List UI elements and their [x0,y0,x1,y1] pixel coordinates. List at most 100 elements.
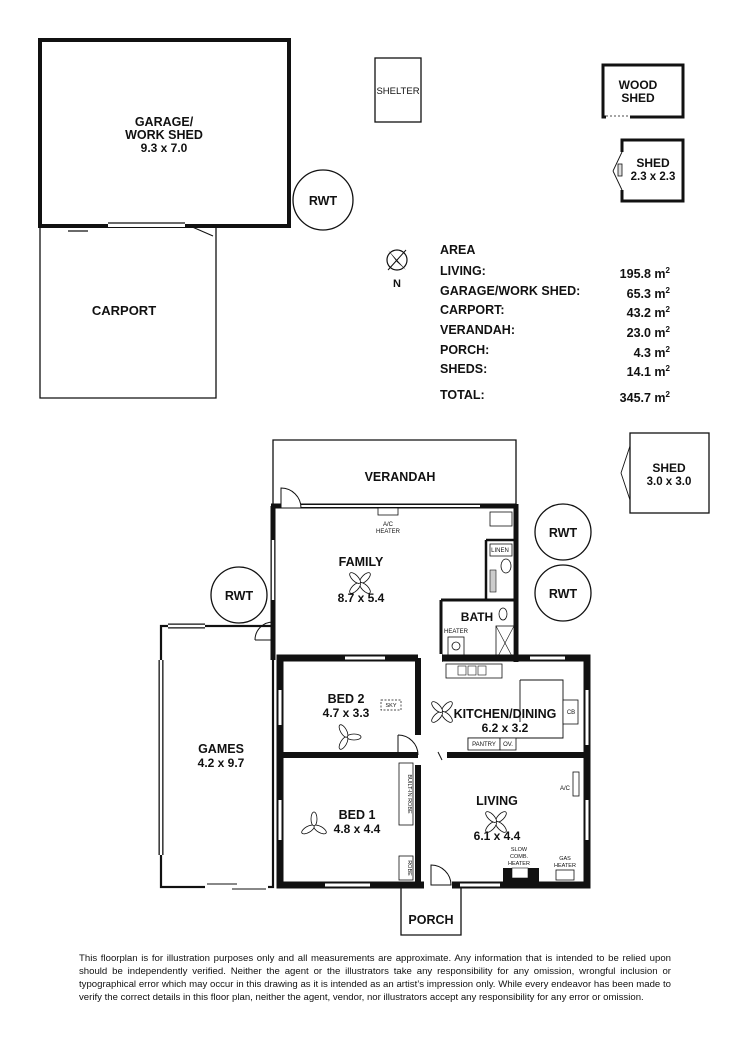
area-row-sheds: SHEDS: 14.1 m2 [440,361,670,381]
family-size: 8.7 x 5.4 [338,591,385,605]
bed-1: BED 1 4.8 x 4.4 BUILT-IN ROBE ROBE [301,762,414,881]
area-value-number: 43.2 m [626,306,666,321]
area-row-porch: PORCH: 4.3 m2 [440,342,670,362]
bed1-size: 4.8 x 4.4 [334,822,381,836]
pantry-label: PANTRY [472,742,496,748]
bath: BATH HEATER [444,607,515,661]
rwt-tank-right-2: RWT [534,564,592,622]
linen-label: LINEN [491,548,509,554]
slow-comb-heater-line2: COMB. [510,854,529,860]
family-label: FAMILY [339,555,384,569]
oven-label: OV. [503,742,513,748]
area-value-number: 65.3 m [626,286,666,301]
area-label: CARPORT: [440,303,505,318]
living-ac-label: A/C [560,786,571,792]
ceiling-fan-icon [349,572,371,594]
family-room-walls: A/C HEATER LINEN [254,487,519,662]
bath-label: BATH [461,610,493,624]
area-label: GARAGE/WORK SHED: [440,283,581,298]
area-total-value: 345.7 m2 [620,387,670,407]
compass-north-label: N [393,278,401,290]
area-value: 195.8 m2 [620,263,670,283]
wood-shed: WOOD SHED [601,63,685,119]
wood-shed-label-line1: WOOD [619,78,658,92]
carport: CARPORT [39,226,217,399]
shed-large: SHED 3.0 x 3.0 [620,432,710,514]
rwt-tank-left: RWT [210,566,268,624]
area-table: AREA LIVING: 195.8 m2 GARAGE/WORK SHED: … [440,243,670,407]
area-unit-sup: 2 [665,266,670,275]
shed-large-size: 3.0 x 3.0 [647,476,692,488]
area-label: LIVING: [440,264,486,278]
slow-comb-heater-line1: SLOW [511,847,528,853]
ceiling-fan-icon [485,811,507,833]
area-value: 23.0 m2 [627,322,670,342]
porch-label: PORCH [408,913,453,927]
area-unit-sup: 2 [665,324,670,334]
garage-label-line2: WORK SHED [125,128,203,142]
area-value-number: 195.8 m [619,267,666,282]
bed1-label: BED 1 [339,808,376,822]
gas-heater-line2: HEATER [554,863,576,869]
rwt-label: RWT [225,589,254,603]
family-room: FAMILY 8.7 x 5.4 [338,555,385,605]
rwt-label: RWT [549,526,578,540]
area-value: 14.1 m2 [627,361,670,381]
area-row-total: TOTAL: 345.7 m2 [440,387,670,407]
area-value-number: 345.7 m [619,391,666,406]
rwt-tank-right-1: RWT [534,503,592,561]
area-value-number: 14.1 m [626,365,666,380]
area-unit-sup: 2 [665,285,670,295]
slow-comb-heater-line3: HEATER [508,861,530,867]
area-value-number: 23.0 m [626,326,666,341]
shelter: SHELTER [374,57,422,123]
bed2-size: 4.7 x 3.3 [323,706,370,720]
rwt-tank-top: RWT [292,169,354,231]
ceiling-fan-icon [338,724,362,750]
bed2-label: BED 2 [328,692,365,706]
skylight-label: SKY [385,703,396,709]
area-label: VERANDAH: [440,322,515,337]
area-label: PORCH: [440,342,490,357]
wood-shed-label-line2: SHED [621,91,655,105]
robe-label: ROBE [406,860,412,876]
area-value: 43.2 m2 [627,302,670,322]
shed-small-size: 2.3 x 2.3 [631,171,676,183]
games-room: GAMES 4.2 x 9.7 [158,623,275,890]
area-row-living: LIVING: 195.8 m2 [440,263,670,283]
garage-label-line1: GARAGE/ [135,115,194,129]
area-total-label: TOTAL: [440,387,485,402]
compass: N [386,249,408,290]
ceiling-fan-icon [431,701,453,723]
ac-heater-label-line1: A/C [383,522,394,528]
area-row-carport: CARPORT: 43.2 m2 [440,302,670,322]
living-size: 6.1 x 4.4 [474,829,521,843]
shed-small: SHED 2.3 x 2.3 [612,138,685,203]
shed-large-label: SHED [652,461,686,475]
lower-house-walls [276,654,591,889]
living-label: LIVING [476,794,518,808]
area-table-heading: AREA [440,243,476,257]
bed-2: BED 2 4.7 x 3.3 SKY [323,692,402,750]
garage-size: 9.3 x 7.0 [141,141,188,155]
disclaimer: This floorplan is for illustration purpo… [79,953,671,1003]
area-value-number: 4.3 m [633,345,666,360]
rwt-label: RWT [549,587,578,601]
area-unit-sup: 2 [665,389,670,399]
ac-heater-label-line2: HEATER [376,529,401,535]
verandah: VERANDAH [272,439,517,506]
area-row-verandah: VERANDAH: 23.0 m2 [440,322,670,342]
rwt-label: RWT [309,194,338,208]
area-unit-sup: 2 [665,364,670,374]
games-label: GAMES [198,742,244,756]
carport-label: CARPORT [92,303,156,318]
built-in-robe-label: BUILT-IN ROBE [406,774,412,814]
area-label: SHEDS: [440,362,488,377]
area-value: 65.3 m2 [627,283,670,303]
kitchen-benches: CB PANTRY OV. [445,663,579,751]
kitchen-dining: KITCHEN/DINING 6.2 x 3.2 [431,701,556,735]
cb-label: CB [567,710,575,716]
shelter-label: SHELTER [376,86,419,97]
area-value: 4.3 m2 [634,342,670,362]
